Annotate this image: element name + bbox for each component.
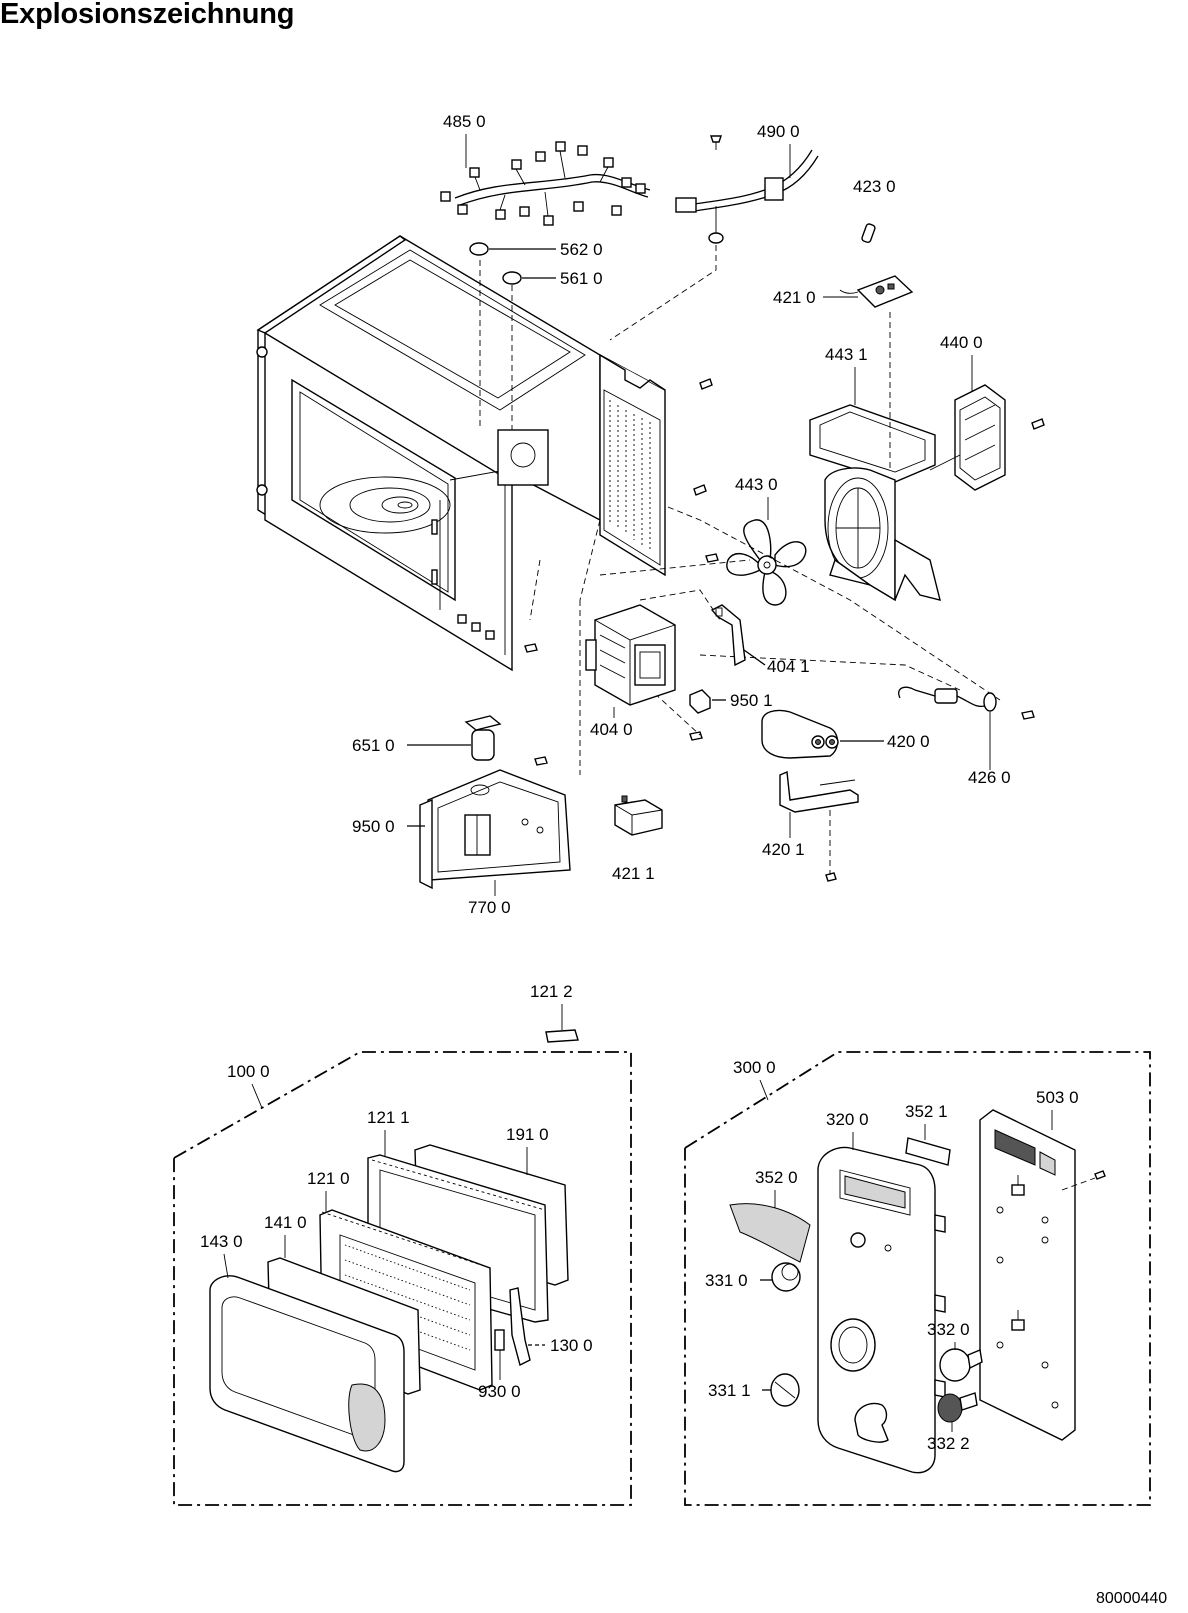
label-331-1: 331 1 [708,1381,751,1400]
label-130-0: 130 0 [550,1336,593,1355]
fan-bracket-443-1 [809,404,941,602]
screw [699,378,713,390]
label-420-0: 420 0 [887,732,930,751]
screw [534,756,548,766]
screw [1094,1170,1106,1180]
label-332-0: 332 0 [927,1320,970,1339]
page-title: Explosionszeichnung [0,0,295,30]
label-331-0: 331 0 [705,1271,748,1290]
oven-cavity-body [256,235,601,672]
transformer-404 [585,604,676,706]
label-121-0: 121 0 [307,1169,350,1188]
label-770-0: 770 0 [468,898,511,917]
label-950-0: 950 0 [352,817,395,836]
part-950-1 [689,689,711,714]
label-300-0: 300 0 [733,1058,776,1077]
label-100-0: 100 0 [227,1062,270,1081]
label-320-0: 320 0 [826,1110,869,1129]
label-443-0: 443 0 [735,475,778,494]
label-352-1: 352 1 [905,1102,948,1121]
label-561-0: 561 0 [560,269,603,288]
door-front-143 [209,1275,405,1473]
cable-490 [675,135,819,244]
side-wall-perforated [599,353,666,577]
knob-332-2 [937,1392,978,1423]
label-191-0: 191 0 [506,1125,549,1144]
knob-332 [939,1348,983,1382]
part-121-2 [545,1029,579,1043]
thermostat-562 [469,242,489,256]
label-950-1: 950 1 [730,691,773,710]
display-window-352-1 [905,1137,951,1166]
label-143-0: 143 0 [200,1232,243,1251]
label-930-0: 930 0 [478,1382,521,1401]
document-number: 80000440 [1096,1590,1168,1607]
door-assembly-frame [173,1051,632,1506]
label-332-2: 332 2 [927,1434,970,1453]
screw [1031,418,1045,430]
label-443-1: 443 1 [825,345,868,364]
label-404-1: 404 1 [767,657,810,676]
label-490-0: 490 0 [757,122,800,141]
label-423-0: 423 0 [853,177,896,196]
motor-on-cavity [497,429,549,486]
label-121-2: 121 2 [530,982,573,1001]
bracket-404-1 [710,604,746,667]
relay-421-1 [614,795,663,836]
label-503-0: 503 0 [1036,1088,1079,1107]
screw [705,553,719,563]
screw [693,484,707,496]
label-404-0: 404 0 [590,720,633,739]
part-930 [494,1329,505,1351]
component-440 [929,384,1006,491]
control-panel-320 [817,1146,946,1474]
panel-insert-352 [729,1203,811,1263]
door-release-button [854,1402,889,1443]
control-pcb-503 [979,1109,1076,1441]
label-421-1: 421 1 [612,864,655,883]
label-426-0: 426 0 [968,768,1011,787]
label-141-0: 141 0 [264,1213,307,1232]
label-420-1: 420 1 [762,840,805,859]
door-latch-130 [509,1287,531,1367]
screw [1021,710,1035,720]
knob-331 [771,1262,801,1292]
circuit-board-421 [839,275,914,308]
wire-harness-485 [440,141,651,226]
base-panel-770 [419,769,571,890]
screw [524,643,538,653]
lamp-651 [464,715,502,761]
label-352-0: 352 0 [755,1168,798,1187]
hv-capacitor-420 [761,709,839,759]
thermostat-561 [502,271,522,285]
label-440-0: 440 0 [940,333,983,352]
label-651-0: 651 0 [352,736,395,755]
label-121-1: 121 1 [367,1108,410,1127]
screw [825,872,837,882]
control-panel-frame [684,1051,1151,1506]
hv-diode-426 [898,686,997,712]
bracket-420-1 [779,770,859,813]
label-485-0: 485 0 [443,112,486,131]
screw [689,731,703,741]
label-421-0: 421 0 [773,288,816,307]
label-562-0: 562 0 [560,240,603,259]
fan-blade-443 [726,519,807,606]
knob-331-1 [770,1373,800,1407]
pin-423 [861,223,876,244]
